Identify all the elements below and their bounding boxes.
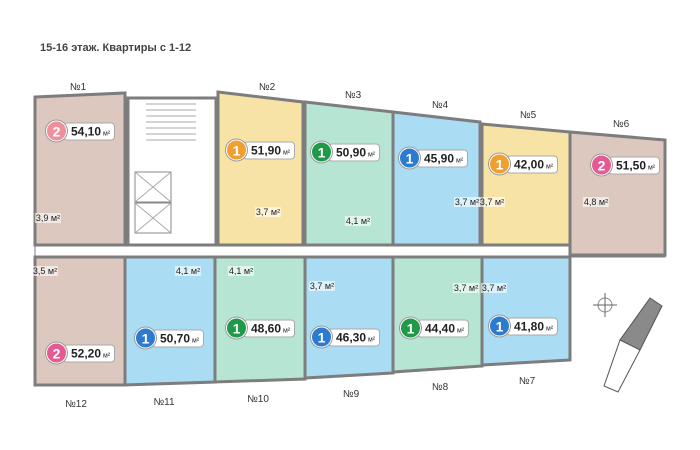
apartment-number: №12 xyxy=(65,399,87,410)
compass-icon xyxy=(593,293,617,317)
storage-area: 3,7 м² xyxy=(254,207,282,217)
apartment-area: 41,80 м² xyxy=(506,317,559,335)
room-count-badge: 1 xyxy=(489,315,510,337)
apartment-area: 54,10 м² xyxy=(63,122,116,140)
apartment-area: 42,00 м² xyxy=(506,155,559,173)
area-value: 42,00 xyxy=(514,157,545,171)
room-count-badge: 1 xyxy=(226,317,247,339)
area-unit: м² xyxy=(101,352,111,359)
apartment-area: 48,60 м² xyxy=(243,319,296,337)
apartment-4[interactable] xyxy=(391,110,482,247)
area-unit: м² xyxy=(366,336,376,343)
apartment-number: №6 xyxy=(612,119,630,130)
area-value: 41,80 xyxy=(514,319,545,333)
room-count-badge: 1 xyxy=(489,153,510,175)
room-count-badge: 1 xyxy=(135,327,156,349)
page-title: 15-16 этаж. Квартиры с 1-12 xyxy=(40,42,192,54)
area-unit: м² xyxy=(455,327,465,334)
area-value: 51,90 xyxy=(251,143,282,157)
apartment-number: №5 xyxy=(519,110,537,121)
area-unit: м² xyxy=(544,163,554,170)
room-count-badge: 2 xyxy=(46,120,67,142)
apartment-5[interactable] xyxy=(480,122,572,247)
area-unit: м² xyxy=(190,337,200,344)
apartment-number: №1 xyxy=(69,82,87,93)
area-value: 50,90 xyxy=(336,145,367,159)
apartment-number: №11 xyxy=(153,397,175,408)
area-value: 45,90 xyxy=(424,151,455,165)
apartment-area: 46,30 м² xyxy=(328,328,381,346)
room-count-badge: 2 xyxy=(591,154,612,176)
storage-area: 4,1 м² xyxy=(174,266,202,276)
room-count-badge: 1 xyxy=(311,141,332,163)
apartment-8[interactable] xyxy=(391,255,484,374)
area-unit: м² xyxy=(366,151,376,158)
stair-elevator-core xyxy=(126,96,218,247)
area-value: 46,30 xyxy=(336,330,367,344)
apartment-6[interactable] xyxy=(568,130,667,257)
apartment-area: 51,50 м² xyxy=(608,156,661,174)
area-value: 54,10 xyxy=(71,124,102,138)
area-value: 48,60 xyxy=(251,321,282,335)
room-count-badge: 1 xyxy=(226,139,247,161)
area-unit: м² xyxy=(544,325,554,332)
area-value: 51,50 xyxy=(616,158,647,172)
storage-area: 3,7 м² xyxy=(478,197,506,207)
storage-area: 3,7 м² xyxy=(308,281,336,291)
storage-area: 3,5 м² xyxy=(31,266,59,276)
storage-area: 3,9 м² xyxy=(34,213,62,223)
apartment-11[interactable] xyxy=(123,255,217,387)
apartment-number: №8 xyxy=(431,382,449,393)
apartment-area: 50,90 м² xyxy=(328,143,381,161)
apartment-area: 50,70 м² xyxy=(152,329,205,347)
apartment-number: №4 xyxy=(431,100,449,111)
storage-area: 3,7 м² xyxy=(480,283,508,293)
area-value: 44,40 xyxy=(425,321,456,335)
storage-area: 4,1 м² xyxy=(344,216,372,226)
area-unit: м² xyxy=(454,157,464,164)
apartment-2[interactable] xyxy=(216,90,305,247)
apartment-area: 45,90 м² xyxy=(416,149,469,167)
apartment-number: №10 xyxy=(247,394,269,405)
area-value: 52,20 xyxy=(71,346,102,360)
apartment-area: 44,40 м² xyxy=(417,319,470,337)
area-unit: м² xyxy=(646,164,656,171)
apartment-number: №9 xyxy=(342,389,360,400)
apartment-number: №2 xyxy=(258,82,276,93)
storage-area: 4,8 м² xyxy=(582,197,610,207)
apartment-number: №7 xyxy=(518,376,536,387)
room-count-badge: 2 xyxy=(46,342,67,364)
apartment-area: 52,20 м² xyxy=(63,344,116,362)
storage-area: 3,7 м² xyxy=(453,197,481,207)
apartment-number: №3 xyxy=(344,90,362,101)
room-count-badge: 1 xyxy=(399,147,420,169)
room-count-badge: 1 xyxy=(400,317,421,339)
storage-area: 4,1 м² xyxy=(227,266,255,276)
storage-area: 3,7 м² xyxy=(452,283,480,293)
apartment-7[interactable] xyxy=(480,255,572,367)
apartment-12[interactable] xyxy=(33,255,127,387)
room-count-badge: 1 xyxy=(311,326,332,348)
apartment-area: 51,90 м² xyxy=(243,141,296,159)
area-unit: м² xyxy=(101,130,111,137)
area-value: 50,70 xyxy=(160,331,191,345)
area-unit: м² xyxy=(281,327,291,334)
building-key-map xyxy=(603,297,663,393)
area-unit: м² xyxy=(281,149,291,156)
apartment-9[interactable] xyxy=(303,255,395,380)
